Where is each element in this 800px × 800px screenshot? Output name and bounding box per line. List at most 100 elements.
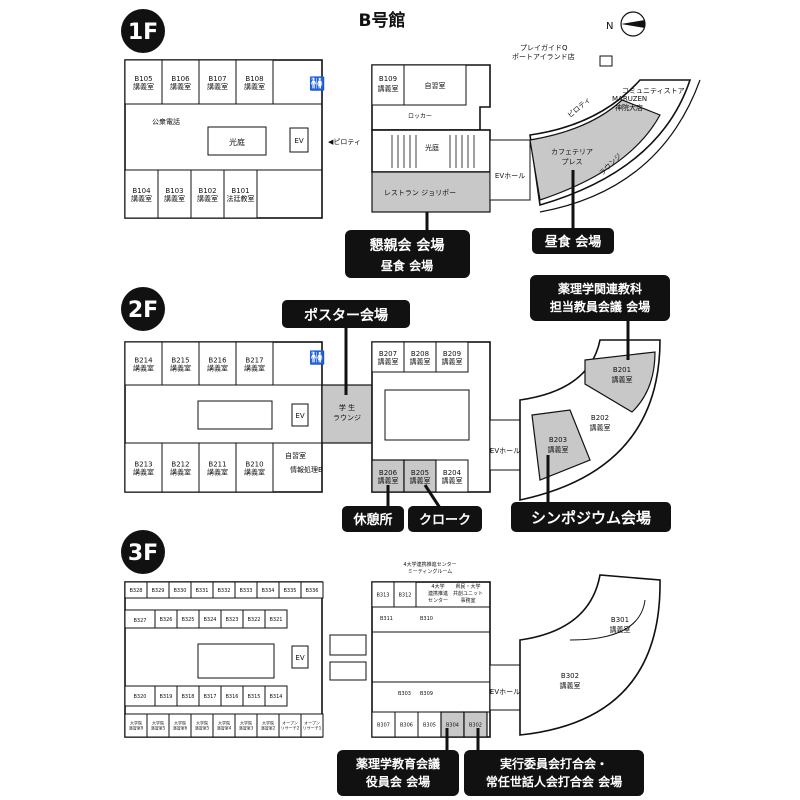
room-label: B307 xyxy=(377,723,390,729)
room-type: 講義室 xyxy=(442,476,463,485)
room-label: B101 xyxy=(231,187,249,195)
room-type: 講義室 xyxy=(170,82,191,91)
room-label: オープン xyxy=(282,720,298,726)
room-type: 演習室5 xyxy=(151,725,166,731)
room-label: B103 xyxy=(165,187,183,195)
svg-text:担当教員会議 会場: 担当教員会議 会場 xyxy=(550,299,650,314)
svg-text:昼食 会場: 昼食 会場 xyxy=(380,258,433,273)
room-b201 xyxy=(584,351,656,413)
svg-text:県民・大学: 県民・大学 xyxy=(455,583,480,590)
svg-text:薬理学教育会議: 薬理学教育会議 xyxy=(356,756,440,771)
svg-text:レストラン ジョリポー: レストラン ジョリポー xyxy=(384,189,456,197)
room-label: B328 xyxy=(130,588,143,594)
room-type: 講義室 xyxy=(197,194,218,203)
svg-text:B311: B311 xyxy=(380,616,393,622)
callout-symposium: シンポジウム会場 xyxy=(511,455,671,532)
svg-text:光庭: 光庭 xyxy=(425,143,439,152)
svg-text:昼食 会場: 昼食 会場 xyxy=(545,234,602,250)
room-type: 講義室 xyxy=(244,364,265,373)
room-label: 大学院 xyxy=(130,720,142,726)
svg-text:講義室: 講義室 xyxy=(548,445,569,454)
room-b101 xyxy=(223,169,258,219)
svg-text:休憩所: 休憩所 xyxy=(352,512,392,528)
svg-text:EVホール: EVホール xyxy=(490,447,520,455)
floor-badge-2f: 2F xyxy=(121,287,165,331)
room-label: B326 xyxy=(160,617,173,623)
callout-cloak: クローク xyxy=(408,484,482,532)
svg-text:カフェテリア: カフェテリア xyxy=(551,148,593,156)
svg-text:クローク: クローク xyxy=(419,513,471,528)
room-label: B336 xyxy=(306,588,319,594)
svg-text:EVホール: EVホール xyxy=(495,172,525,180)
svg-text:実行委員会打合会・: 実行委員会打合会・ xyxy=(500,756,608,771)
room-type: 講義室 xyxy=(410,476,431,485)
svg-text:薬理学関連教科: 薬理学関連教科 xyxy=(558,281,642,296)
room-label: B314 xyxy=(270,694,283,700)
room-b210 xyxy=(235,442,274,493)
room-label: 大学院 xyxy=(174,720,186,726)
svg-text:講義室: 講義室 xyxy=(612,375,633,384)
room-b215 xyxy=(161,341,200,386)
room-b302 xyxy=(463,711,488,738)
svg-text:3F: 3F xyxy=(128,541,158,566)
room-label: 大学院 xyxy=(152,720,164,726)
room-type: 演習室5 xyxy=(195,725,210,731)
svg-text:コミュニティストア: コミュニティストア xyxy=(622,87,685,95)
svg-text:2F: 2F xyxy=(128,298,158,323)
room-label: B207 xyxy=(379,350,397,358)
svg-text:ポートアイランド店: ポートアイランド店 xyxy=(512,52,575,61)
restaurant-venue xyxy=(371,171,491,213)
room-label: オープン xyxy=(304,720,320,726)
room-label: B331 xyxy=(196,588,209,594)
svg-text:役員会 会場: 役員会 会場 xyxy=(366,774,430,789)
room-type: 演習室6 xyxy=(173,725,188,731)
room-type: 法廷教室 xyxy=(227,194,255,203)
room-type: 講義室 xyxy=(131,194,152,203)
callout-poster: ポスター会場 xyxy=(282,300,410,395)
svg-text:連携推進: 連携推進 xyxy=(428,590,448,597)
room-type: 講義室 xyxy=(207,82,228,91)
svg-text:4大学連携推進センター: 4大学連携推進センター xyxy=(403,561,456,568)
room-label: B321 xyxy=(270,617,283,623)
svg-text:B310: B310 xyxy=(420,616,433,622)
svg-text:情報処理B: 情報処理B xyxy=(290,465,323,474)
svg-text:ポスター会場: ポスター会場 xyxy=(304,307,388,324)
room-b321 xyxy=(264,609,288,629)
room-label: B217 xyxy=(245,357,263,365)
room-label: 大学院 xyxy=(240,720,252,726)
svg-text:B303: B303 xyxy=(398,691,411,697)
room-type: リサーチ2 xyxy=(281,726,300,731)
svg-text:B302: B302 xyxy=(561,672,579,680)
room-label: B216 xyxy=(208,357,227,365)
room-type: 講義室 xyxy=(170,468,191,477)
room-label: B319 xyxy=(160,694,173,700)
room-b108 xyxy=(235,59,274,105)
svg-text:自習室: 自習室 xyxy=(285,451,306,460)
svg-text:ピロティ: ピロティ xyxy=(566,96,592,120)
svg-text:プレイガイドQ: プレイガイドQ xyxy=(520,43,568,52)
room-b336 xyxy=(300,581,324,599)
svg-text:共創ユニット: 共創ユニット xyxy=(453,590,483,597)
room-label: B324 xyxy=(204,617,217,623)
svg-text:EV: EV xyxy=(295,654,304,662)
room-label: B210 xyxy=(245,461,263,469)
room-label: B107 xyxy=(208,75,226,83)
room-label: B333 xyxy=(240,588,253,594)
restroom-icon: 🚻 xyxy=(309,76,325,92)
room-type: 講義室 xyxy=(164,194,185,203)
svg-text:B309: B309 xyxy=(420,691,433,697)
svg-text:B320: B320 xyxy=(134,694,147,700)
svg-text:事務室: 事務室 xyxy=(460,597,475,604)
svg-text:神院大店: 神院大店 xyxy=(615,103,643,112)
cafeteria-venue xyxy=(529,99,661,201)
room-b214 xyxy=(124,341,163,386)
room-label: B211 xyxy=(208,461,226,469)
room-type: 講義室 xyxy=(133,364,154,373)
svg-text:🚻: 🚻 xyxy=(309,350,325,366)
room-type: 講義室 xyxy=(170,364,191,373)
room-label: B330 xyxy=(174,588,187,594)
svg-text:自習室: 自習室 xyxy=(425,81,446,90)
room-label: B106 xyxy=(171,75,190,83)
